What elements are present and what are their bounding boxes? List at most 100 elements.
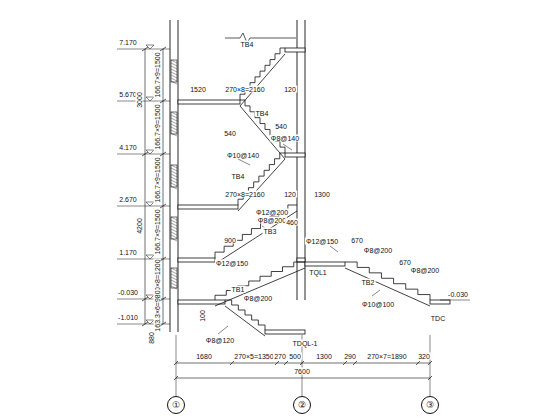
hatch [171,165,177,168]
landing-slab [178,205,238,209]
dimension-label: 1680 [195,353,213,360]
hatch [171,81,177,84]
hatch [171,174,177,177]
landing-slab [297,258,305,262]
dimension-label: 270×5=1350 [233,353,274,360]
axis-number: ③ [426,401,434,410]
hatch [171,223,177,226]
dimension-label: Φ8@200 [410,267,440,274]
hatch [171,66,177,69]
hatch [171,168,177,171]
hatch [171,235,177,238]
leader-line [238,159,250,165]
hatch [171,271,177,274]
hatch [171,277,177,280]
landing-slab [430,300,450,304]
window-opening [171,268,177,288]
dimension-label: TB4 [231,173,246,180]
dimension-label: 290 [343,353,357,360]
dimension-label: Φ12@150 [305,238,339,245]
dimension-tick [160,152,166,156]
window-opening [171,217,177,239]
hatch [171,186,177,189]
dimension-label: TQL1 [308,269,328,276]
dimension-label: 120 [283,191,297,198]
hatch [171,60,177,63]
dimension-label: 1.170 [118,249,138,256]
hatch [171,127,177,130]
dimension-tick [353,361,357,365]
dimension-line [176,378,430,379]
dimension-label: 270×8=2160 [224,191,265,198]
hatch [171,283,177,286]
dimension-tick [142,152,148,156]
dimension-label: 166.7×9=1500 [154,156,161,203]
dimension-tick [160,204,166,208]
stair-slab [225,306,265,336]
dimension-line [176,363,430,364]
hatch [171,274,177,277]
landing-slab [285,153,305,157]
leader-line [372,290,380,296]
level-mark [146,45,154,49]
dimension-label: 500 [288,353,302,360]
dimension-tick [160,322,166,326]
hatch [171,75,177,78]
dimension-tick [160,297,166,301]
hatch [171,69,177,72]
dimension-label: Φ10@140 [226,152,260,159]
hatch [171,124,177,127]
axis-number: ① [172,401,180,410]
dimension-label: 166.7×9=1500 [154,51,161,98]
wall-line [170,20,171,332]
dimension-label: Φ10@100 [361,301,395,308]
dimension-tick [343,361,347,365]
axis-number: ② [298,401,306,410]
dimension-label: 270×8=2160 [224,86,265,93]
landing-slab [265,330,305,334]
dimension-label: 4.170 [118,144,138,151]
dimension-label: TDC [430,315,446,322]
dimension-label: Φ12@200 [255,209,289,216]
hatch [171,226,177,229]
dimension-label: 1520 [189,86,207,93]
dimension-label: TB1 [231,286,246,293]
hatch [171,268,177,271]
dimension-label: 166.7×9=1500 [154,208,161,255]
dimension-label: 320 [417,353,431,360]
dimension-label: TDQL-1 [292,340,319,347]
hatch [171,232,177,235]
hatch [171,280,177,283]
dimension-label: 270×7=1890 [366,353,407,360]
dimension-label: 100 [199,309,206,323]
dimension-label: 2.670 [118,196,138,203]
hatch [171,286,177,289]
leader-line [283,144,292,150]
stair-slab [215,268,305,306]
axis-bubble: ③ [421,396,439,414]
hatch [171,183,177,186]
landing-slab [305,262,345,266]
dimension-label: 7.170 [118,39,138,46]
axis-line [176,335,177,396]
dimension-label: 166.7×9=1500 [154,103,161,150]
dimension-tick [142,47,148,51]
stair-slab [238,159,285,211]
window-opening [171,112,177,134]
dimension-label: Φ8@120 [205,337,235,344]
stair-steps [225,300,265,330]
hatch [171,118,177,121]
leader-line [330,246,338,252]
landing-slab [285,48,305,52]
stair-steps [215,205,297,258]
dimension-label: 4200 [136,217,143,235]
dimension-label: 3000 [136,91,143,109]
dimension-label: -0.030 [117,289,139,296]
dimension-label: 670 [350,237,364,244]
hatch [171,63,177,66]
dimension-label: 7600 [293,368,311,375]
hatch [171,72,177,75]
hatch [171,180,177,183]
dimension-label: Φ8@200 [257,217,287,224]
dimension-tick [275,361,279,365]
